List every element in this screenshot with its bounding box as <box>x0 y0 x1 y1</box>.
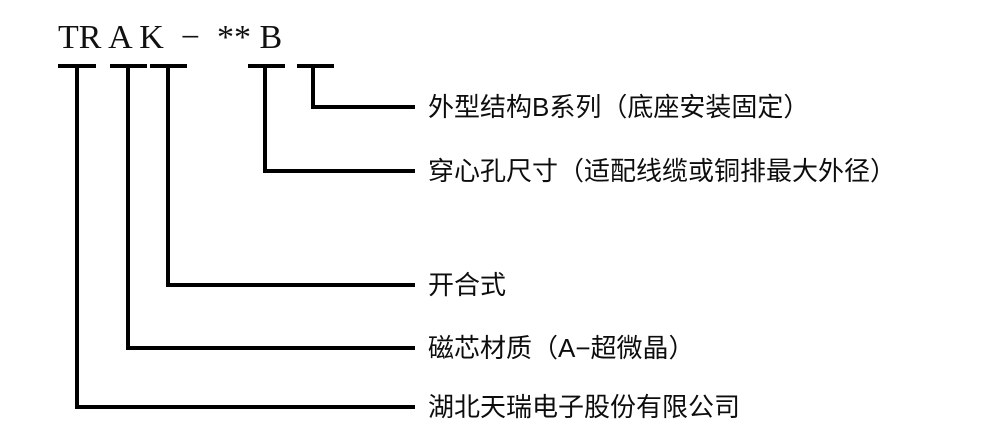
callout-label-core-material: 磁芯材质（A−超微晶） <box>428 333 695 363</box>
leader-line-aperture <box>248 64 415 173</box>
callout-label-split-core: 开合式 <box>428 270 507 300</box>
leader-line-core-material <box>110 64 415 350</box>
leader-line-split-core <box>150 64 415 287</box>
leader-line-enclosure <box>297 64 415 109</box>
callout-label-aperture: 穿心孔尺寸（适配线缆或铜排最大外径） <box>428 156 897 186</box>
callout-label-enclosure: 外型结构B系列（底座安装固定） <box>428 92 810 122</box>
leader-line-group <box>58 64 415 409</box>
callout-label-manufacturer: 湖北天瑞电子股份有限公司 <box>428 392 741 422</box>
model-code-title: TR A K − ** B <box>58 19 283 56</box>
leader-line-manufacturer <box>58 64 415 409</box>
